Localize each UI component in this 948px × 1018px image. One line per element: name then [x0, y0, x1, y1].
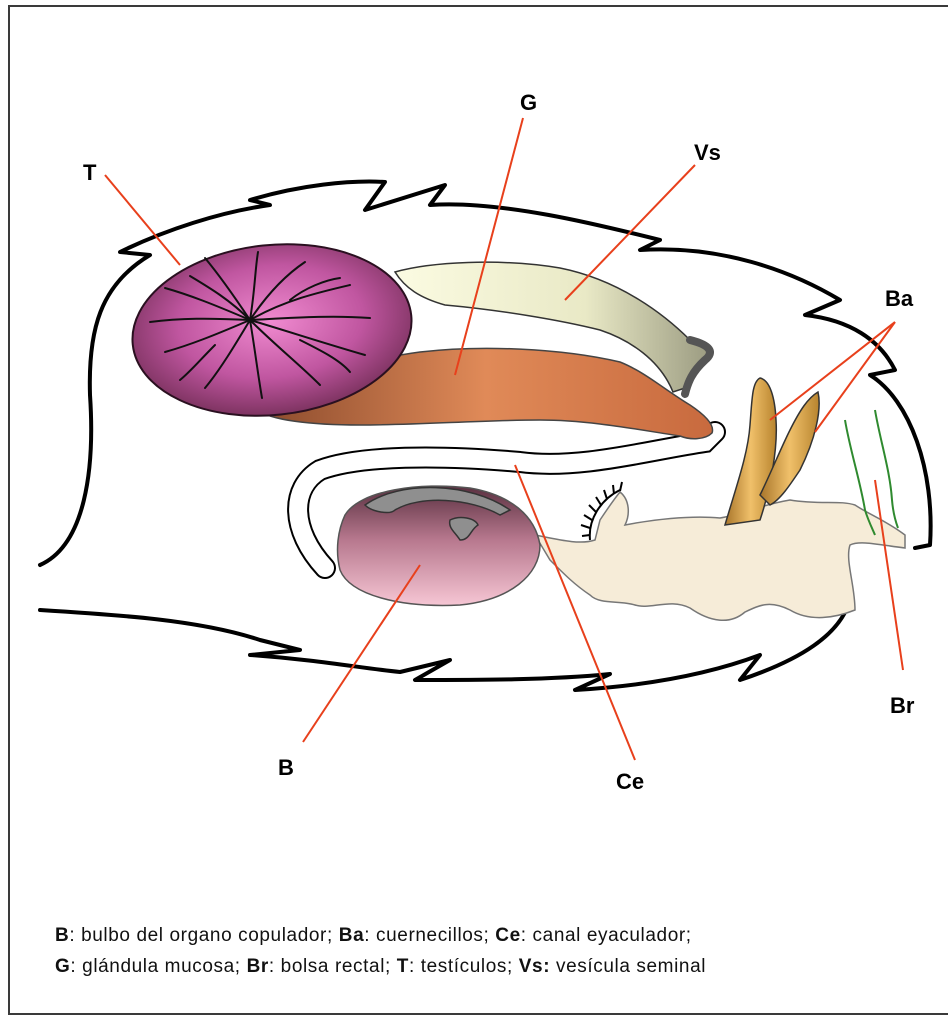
- legend: B: bulbo del organo copulador; Ba: cuern…: [55, 920, 935, 982]
- legend-text-Vs: vesícula seminal: [550, 956, 706, 977]
- legend-key-Vs: Vs:: [519, 956, 550, 977]
- legend-key-Ba: Ba: [339, 925, 365, 946]
- legend-key-Br: Br: [247, 956, 269, 977]
- legend-text-G: : glándula mucosa;: [70, 956, 246, 977]
- leader-Vs: [565, 165, 695, 300]
- leader-B: [303, 565, 420, 742]
- label-Br: Br: [890, 693, 915, 718]
- leader-Ba-2: [815, 322, 895, 432]
- leader-Ba-1: [770, 322, 895, 420]
- label-B: B: [278, 755, 294, 780]
- legend-line-2: G: glándula mucosa; Br: bolsa rectal; T:…: [55, 951, 935, 982]
- genital-tract: [535, 492, 905, 620]
- label-Ce: Ce: [616, 769, 644, 794]
- legend-text-Br: : bolsa rectal;: [269, 956, 397, 977]
- legend-key-G: G: [55, 956, 70, 977]
- legend-text-B: : bulbo del organo copulador;: [69, 925, 338, 946]
- leader-G: [455, 118, 523, 375]
- copulatory-bulb: [338, 486, 540, 605]
- legend-key-T: T: [397, 956, 409, 977]
- leader-T: [105, 175, 180, 265]
- label-Ba: Ba: [885, 286, 914, 311]
- legend-text-T: : testículos;: [409, 956, 519, 977]
- legend-key-B: B: [55, 925, 69, 946]
- legend-line-1: B: bulbo del organo copulador; Ba: cuern…: [55, 920, 935, 951]
- label-T: T: [83, 160, 97, 185]
- legend-text-Ce: : canal eyaculador;: [521, 925, 692, 946]
- label-Vs: Vs: [694, 140, 721, 165]
- legend-text-Ba: : cuernecillos;: [364, 925, 495, 946]
- label-G: G: [520, 90, 537, 115]
- leader-Br: [875, 480, 903, 670]
- legend-key-Ce: Ce: [495, 925, 521, 946]
